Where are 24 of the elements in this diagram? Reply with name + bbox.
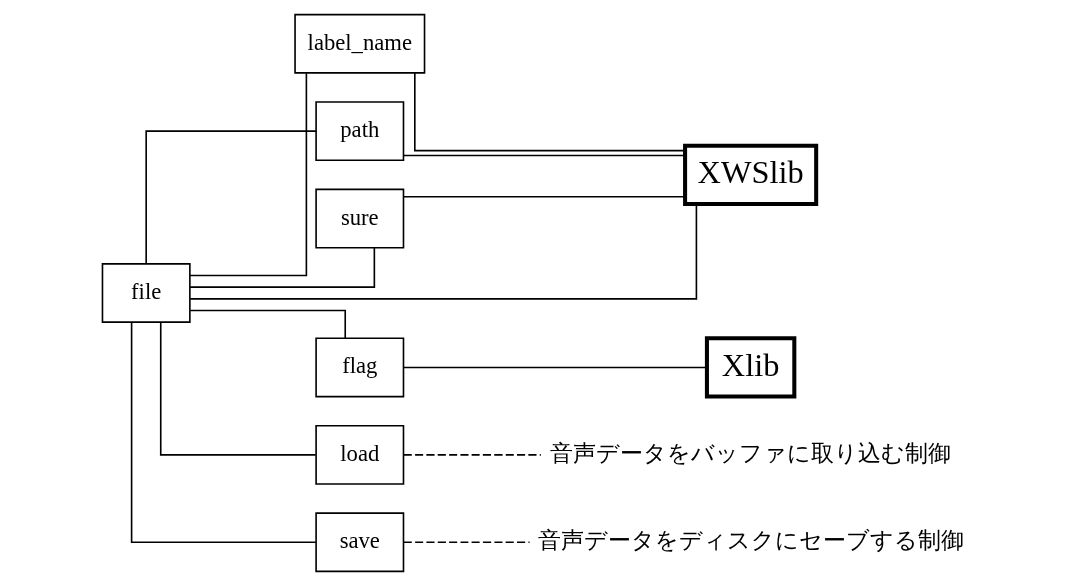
node-box: flag <box>315 337 405 398</box>
connector <box>189 247 376 288</box>
node-text: 音声データをバッファに取り込む制御 <box>550 439 952 466</box>
connector <box>189 72 308 277</box>
connector <box>189 309 347 340</box>
connector <box>130 321 317 544</box>
node-box: save <box>315 512 405 573</box>
connector <box>159 321 317 456</box>
node-box: label_name <box>294 13 426 74</box>
connector <box>145 130 317 265</box>
connector <box>403 154 686 157</box>
connector <box>403 541 531 544</box>
connector <box>403 366 708 369</box>
node-box: file <box>101 263 191 323</box>
connector <box>414 72 686 152</box>
connector <box>189 203 698 300</box>
node-box: sure <box>315 188 405 249</box>
node-text: 音声データをディスクにセーブする制御 <box>537 527 964 554</box>
node-box: load <box>315 424 405 485</box>
node-box: Xlib <box>704 336 797 399</box>
connector <box>403 195 686 198</box>
connector <box>403 454 542 456</box>
node-box: XWSlib <box>683 143 819 206</box>
node-box: path <box>315 101 405 162</box>
